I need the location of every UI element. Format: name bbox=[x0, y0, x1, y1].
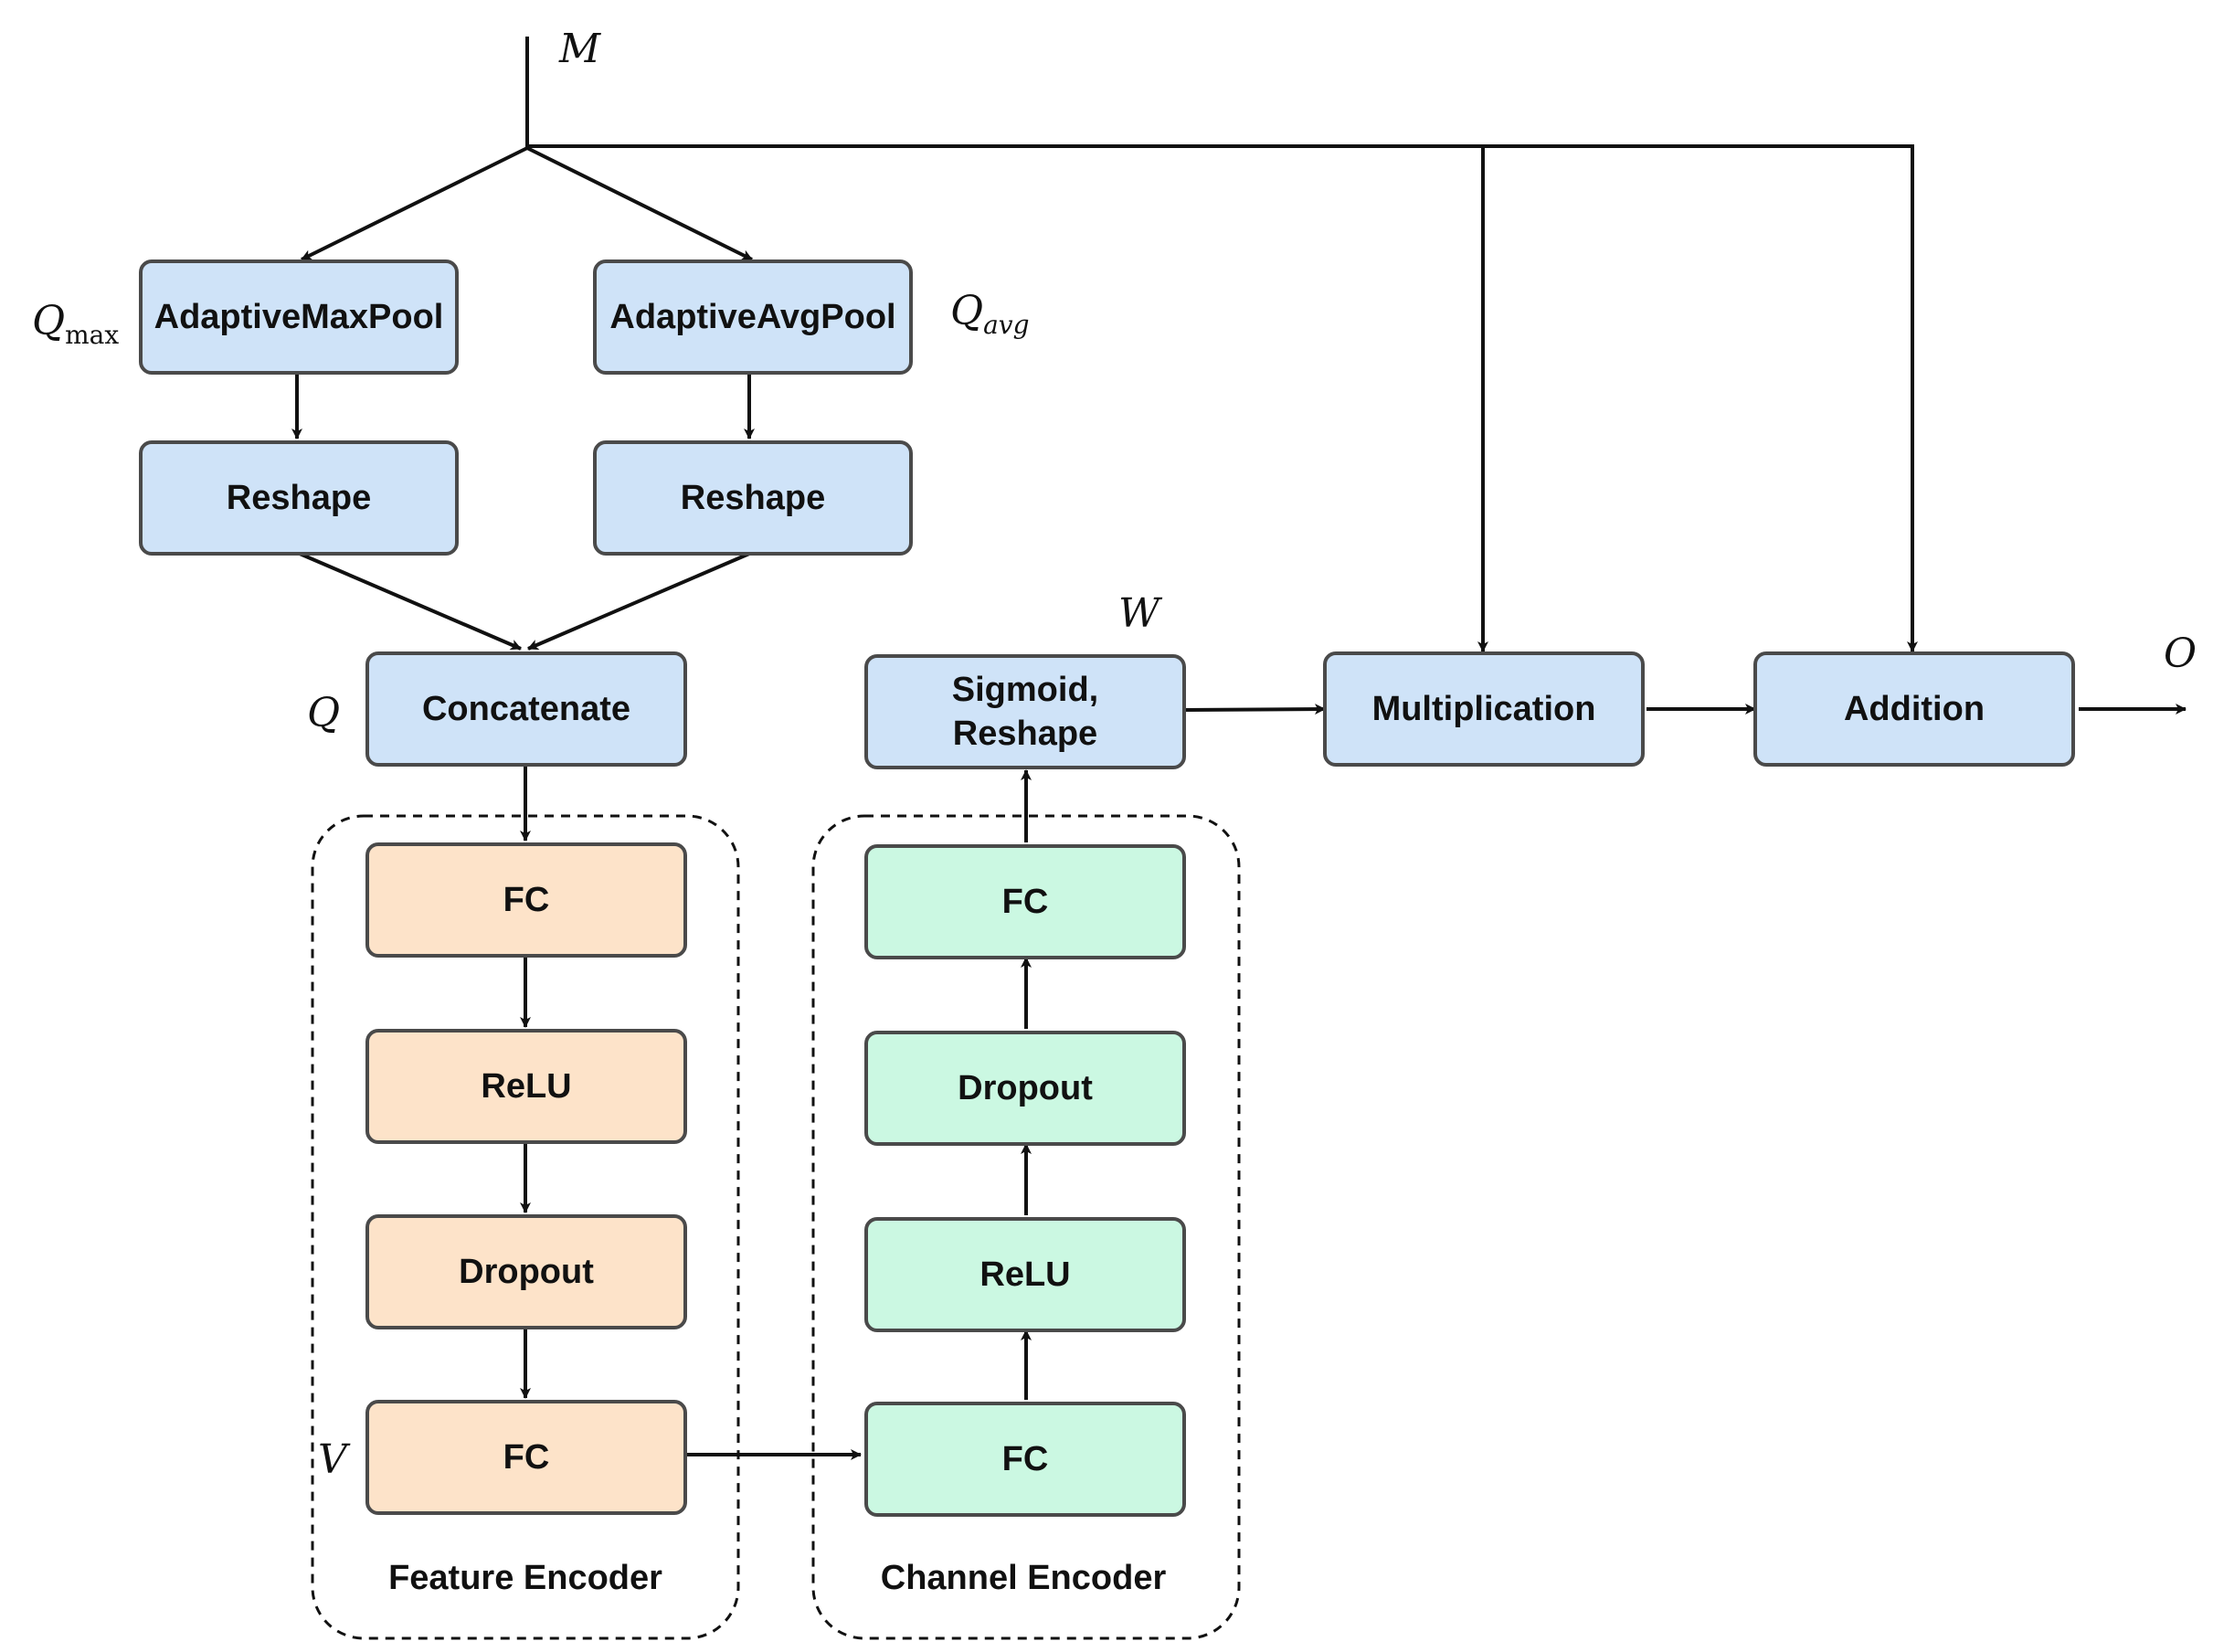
feature-relu-node: ReLU bbox=[365, 1029, 687, 1144]
symbol-q-avg-base: Q bbox=[950, 288, 984, 334]
addition-node: Addition bbox=[1753, 651, 2075, 767]
edge-reshape-right-to-concat bbox=[527, 552, 750, 651]
channel-relu-node: ReLU bbox=[864, 1217, 1186, 1332]
channel-dropout-node: Dropout bbox=[864, 1031, 1186, 1146]
symbol-m: M bbox=[559, 26, 601, 72]
channel-fc1-node: FC bbox=[864, 1402, 1186, 1517]
symbol-v: V bbox=[318, 1436, 347, 1483]
symbol-q-max-sub: max bbox=[65, 319, 120, 350]
feature-encoder-label: Feature Encoder bbox=[388, 1559, 662, 1597]
sigmoid-reshape-node: Sigmoid, Reshape bbox=[864, 654, 1186, 769]
feature-dropout-node: Dropout bbox=[365, 1214, 687, 1329]
adaptive-avg-pool-node: AdaptiveAvgPool bbox=[593, 259, 913, 375]
adaptive-max-pool-node: AdaptiveMaxPool bbox=[139, 259, 459, 375]
feature-encoder-group bbox=[311, 814, 740, 1640]
feature-fc1-node: FC bbox=[365, 842, 687, 958]
symbol-o: O bbox=[2164, 630, 2197, 677]
feature-fc2-node: FC bbox=[365, 1400, 687, 1515]
reshape-right-node: Reshape bbox=[593, 440, 913, 556]
symbol-q-avg: Qavg bbox=[950, 288, 1030, 340]
symbol-q: Q bbox=[307, 690, 341, 736]
symbol-q-max-base: Q bbox=[32, 298, 66, 344]
symbol-w: W bbox=[1118, 590, 1160, 637]
symbol-q-avg-sub: avg bbox=[983, 309, 1030, 340]
edge-input-to-maxpool bbox=[301, 146, 528, 261]
edge-input-to-avgpool bbox=[526, 146, 753, 261]
edge-input-to-multiplication bbox=[527, 144, 1488, 652]
channel-encoder-label: Channel Encoder bbox=[880, 1559, 1167, 1597]
multiplication-node: Multiplication bbox=[1323, 651, 1645, 767]
edge-sigmoid-to-multiplication bbox=[1182, 704, 1326, 715]
concatenate-node: Concatenate bbox=[365, 651, 687, 767]
edge-input-to-addition bbox=[1483, 144, 1918, 652]
reshape-left-node: Reshape bbox=[139, 440, 459, 556]
channel-encoder-group bbox=[811, 814, 1241, 1640]
channel-fc2-node: FC bbox=[864, 844, 1186, 959]
edge-reshape-left-to-concat bbox=[299, 552, 522, 651]
symbol-q-max: Qmax bbox=[32, 298, 119, 350]
